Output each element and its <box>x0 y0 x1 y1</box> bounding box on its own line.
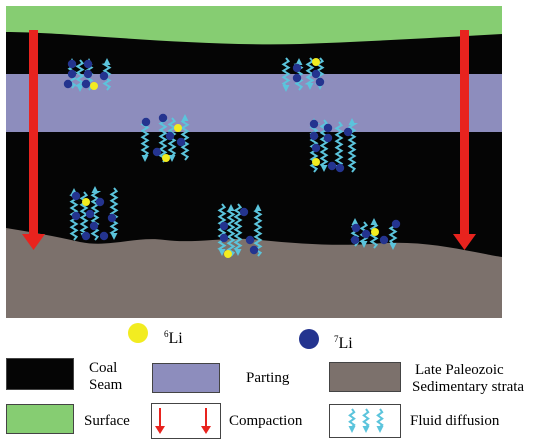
fluid-diffusion-legend-box <box>329 404 401 438</box>
parting-label: Parting <box>246 370 290 386</box>
cluster-lower-center <box>217 203 263 258</box>
red-down-arrow-icon <box>201 408 211 434</box>
fluid-diffusion-strand <box>348 408 356 433</box>
cluster-lower-right <box>350 218 401 250</box>
fluid-diffusion-strand <box>304 57 315 90</box>
li7-ion <box>335 163 345 173</box>
cluster-lower-left <box>69 186 119 241</box>
li7-ion <box>71 211 81 221</box>
li7-ion <box>292 73 302 83</box>
surface-label: Surface <box>84 413 130 429</box>
li7-ion <box>351 223 361 233</box>
strata-label-line1: Late Paleozoic <box>415 362 504 378</box>
li7-ion <box>99 231 109 241</box>
li7-ion <box>292 63 302 73</box>
red-down-arrow-icon <box>155 408 165 434</box>
li6-ion <box>82 198 90 206</box>
li7-ion <box>71 191 81 201</box>
li7-ion <box>327 161 337 171</box>
li7-label: 7Li <box>334 334 353 352</box>
li7-ion <box>311 69 321 79</box>
li6-ion <box>312 158 320 166</box>
li7-ion <box>219 221 229 231</box>
compaction-legend-box <box>151 403 221 439</box>
li6-label: 6Li <box>164 329 183 347</box>
li7-ion <box>379 235 389 245</box>
li7-ion <box>152 147 162 157</box>
li7-ion <box>107 213 117 223</box>
cluster-upper-right <box>281 57 325 92</box>
cluster-parting-left <box>140 113 190 163</box>
li7-ion <box>239 207 249 217</box>
fluid-diffusion-strand <box>226 204 236 257</box>
li7-ion <box>95 197 105 207</box>
li7-ion <box>249 245 259 255</box>
sedimentary-strata-swatch <box>329 362 401 392</box>
fluid-diffusion-strand <box>281 57 291 92</box>
li7-ion <box>83 69 93 79</box>
li7-ion <box>311 143 321 153</box>
cluster-upper-left <box>63 58 112 92</box>
li7-ion <box>83 59 93 69</box>
li7-ion <box>165 131 175 141</box>
cluster-parting-right <box>309 118 359 173</box>
fluid-diffusion-strand <box>233 203 243 256</box>
li7-ion <box>89 221 99 231</box>
li7-ion <box>343 127 353 137</box>
li7-ion <box>309 119 319 129</box>
li7-ion <box>361 229 371 239</box>
strata-label-line2: Sedimentary strata <box>412 379 525 395</box>
li6-ion <box>174 124 182 132</box>
fluid-diffusion-strand <box>253 204 263 257</box>
fluid-diffusion-label: Fluid diffusion <box>410 413 500 429</box>
li7-ion <box>350 235 360 245</box>
li7-ion <box>158 113 168 123</box>
compaction-arrow-right <box>453 30 476 250</box>
fluid-diffusion-strand <box>180 114 190 161</box>
li7-ion <box>63 79 73 89</box>
li7-ion <box>391 219 401 229</box>
fluid-diffusion-strand <box>362 408 370 433</box>
li7-ion <box>309 131 319 141</box>
li7-ion <box>176 137 186 147</box>
fluid-diffusion-strand <box>369 218 379 249</box>
li6-ion <box>312 58 320 66</box>
compaction-arrow-left <box>22 30 45 250</box>
surface-swatch <box>6 404 74 434</box>
fluid-diffusion-strand <box>347 118 359 173</box>
fluid-diffusion-strand <box>109 187 119 240</box>
li6-ion <box>162 154 170 162</box>
li7-ion <box>99 71 109 81</box>
li7-legend-dot <box>299 329 319 349</box>
li7-ion <box>81 231 91 241</box>
li7-ion <box>219 233 229 243</box>
coal-seam-label-line2: Seam <box>89 377 123 393</box>
li7-ion <box>67 59 77 69</box>
li7-ion <box>67 69 77 79</box>
li6-ion <box>371 228 379 236</box>
surface-layer <box>6 6 502 45</box>
li6-legend-dot <box>128 323 148 343</box>
sedimentary-strata-layer <box>6 228 502 318</box>
li7-ion <box>323 123 333 133</box>
parting-swatch <box>152 363 220 393</box>
li6-ion <box>224 250 232 258</box>
coal-seam-label-line1: Coal <box>89 360 118 376</box>
li7-ion <box>85 209 95 219</box>
li7-ion <box>81 79 91 89</box>
li7-ion <box>315 77 325 87</box>
fluid-diffusion-strand <box>140 117 150 162</box>
compaction-label: Compaction <box>229 413 303 429</box>
li7-ion <box>141 117 151 127</box>
fluid-diffusion-strand <box>74 59 85 92</box>
coal-seam-swatch <box>6 358 74 390</box>
li7-ion <box>323 133 333 143</box>
li7-ion <box>245 235 255 245</box>
fluid-diffusion-strand <box>376 408 384 433</box>
li6-ion <box>90 82 98 90</box>
